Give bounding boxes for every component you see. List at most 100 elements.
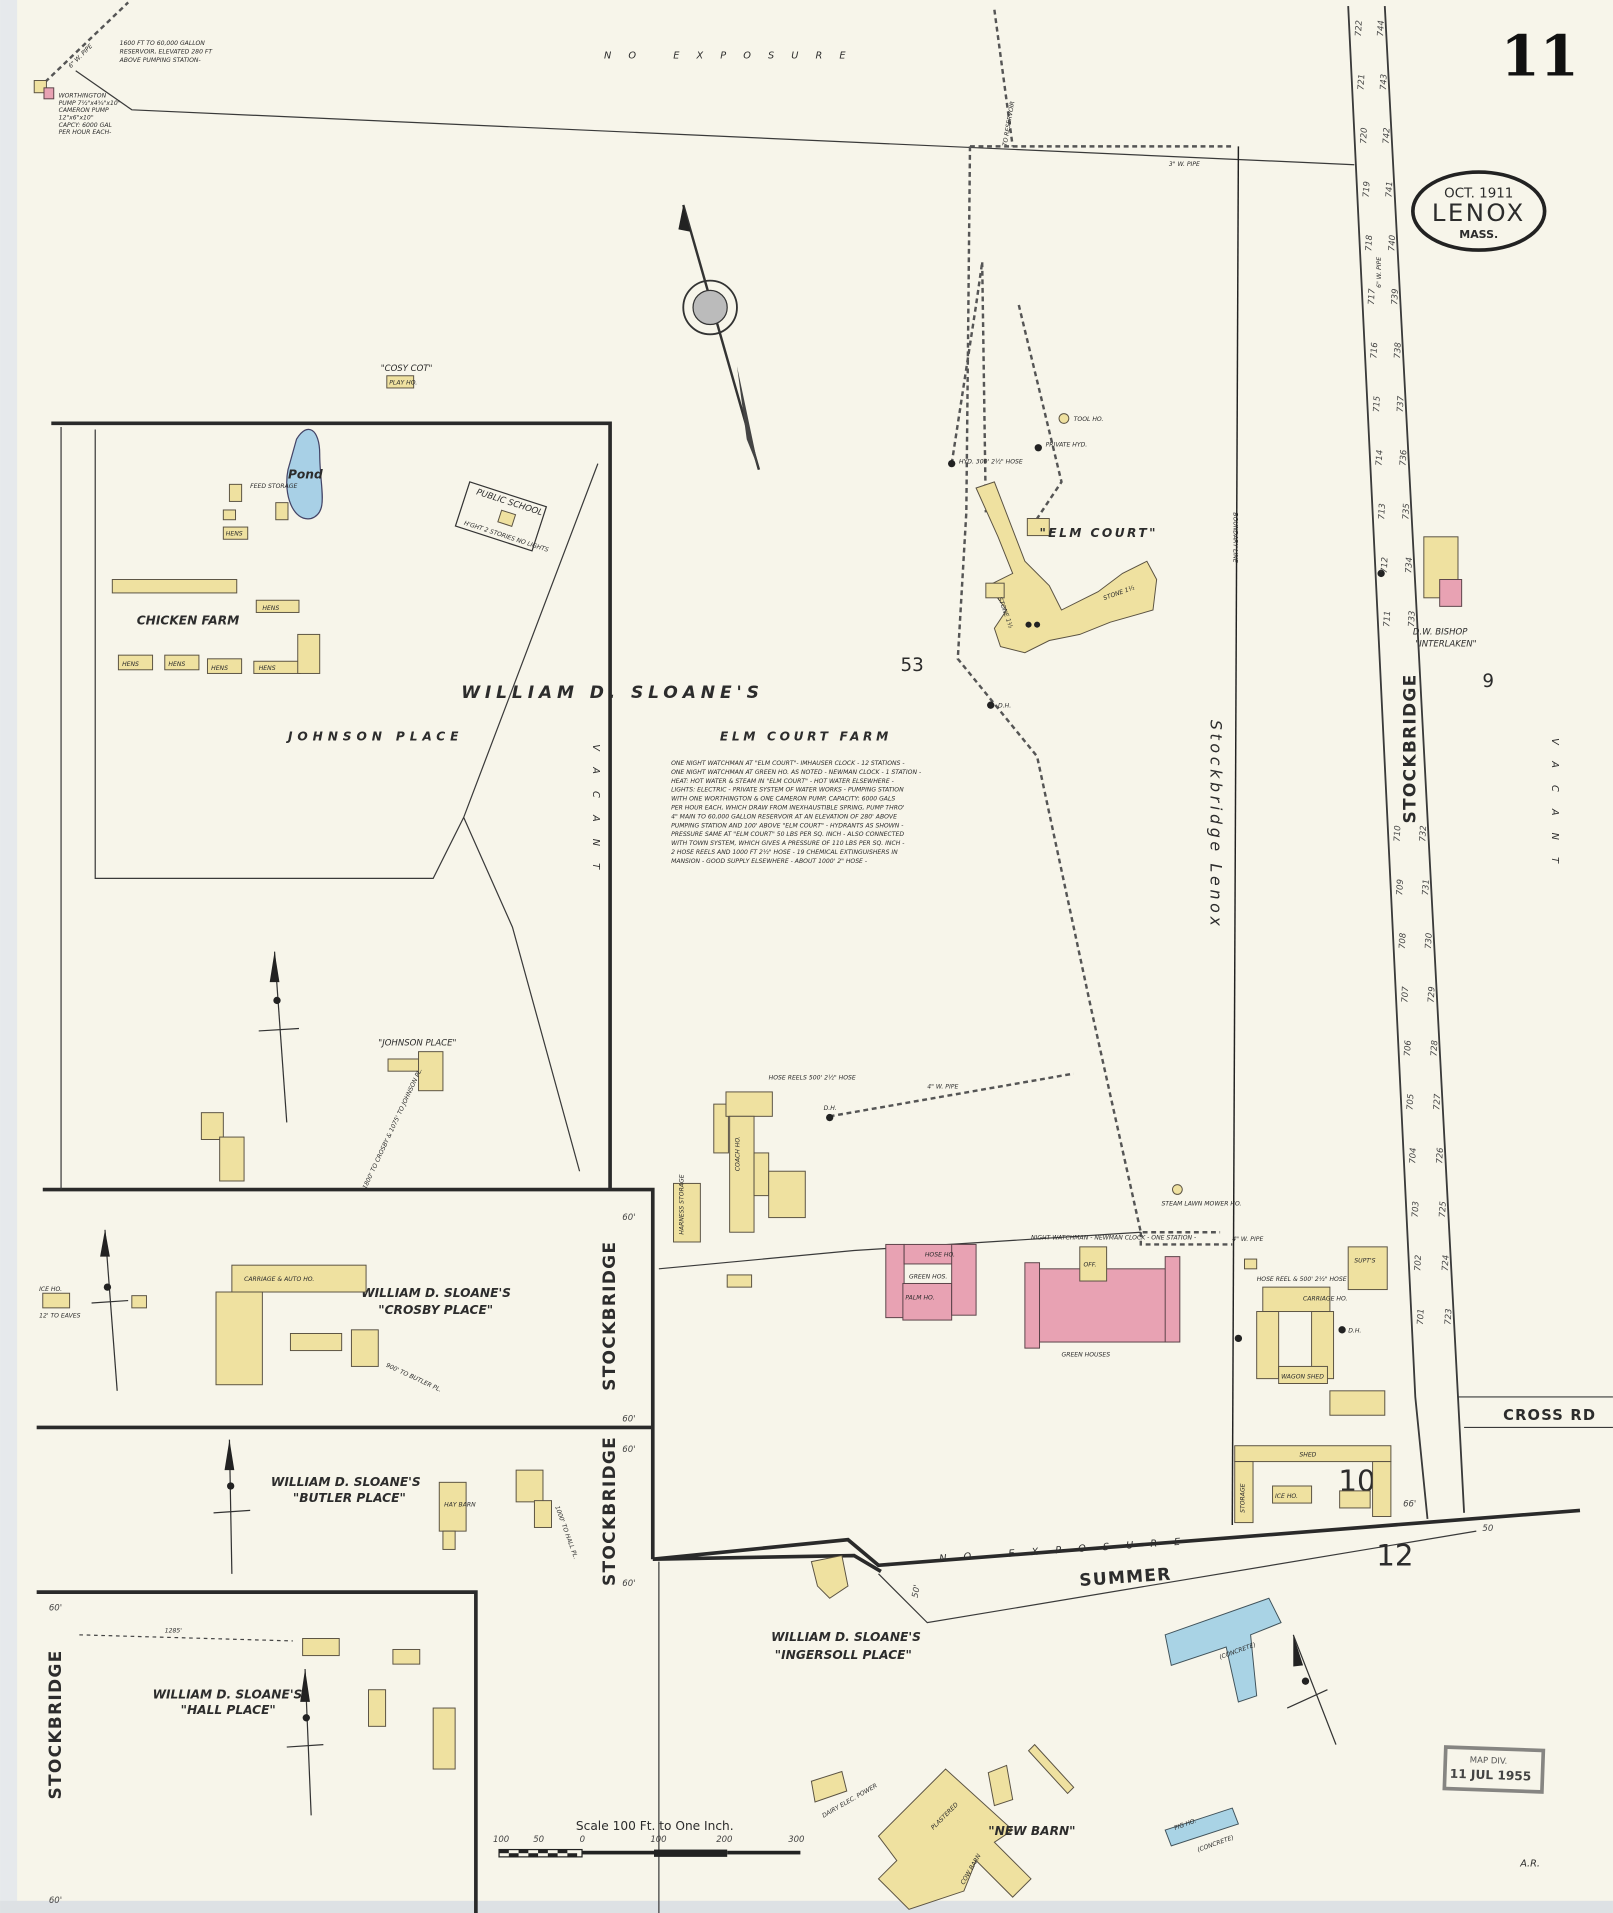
vacant-label-1: VACANT — [590, 744, 601, 886]
carriage-ho-label: CARRIAGE HO. — [1303, 1296, 1347, 1303]
address-number: 739 — [1390, 288, 1401, 305]
address-number: 725 — [1438, 1201, 1449, 1218]
exposure-top: NO EXPOSURE — [604, 51, 863, 62]
inner-lines — [60, 427, 1613, 1913]
carriage-house-complex — [1244, 1246, 1388, 1416]
town-boundary-line — [1231, 146, 1240, 1526]
dh-label: D.H. — [998, 703, 1011, 710]
address-number: 734 — [1404, 557, 1415, 574]
pump-note-2: PUMP 7½"x4¾"x10" — [59, 99, 121, 107]
ice-ho-label: ICE HO. — [39, 1286, 62, 1293]
pipe-4w-label-b: 4" W. PIPE — [1232, 1236, 1263, 1243]
to-butler-note: 900' TO BUTLER PL. — [385, 1362, 443, 1394]
supts-label: SUPT'S — [1354, 1258, 1375, 1265]
address-number: 706 — [1403, 1039, 1414, 1056]
street-stockbridge-mid1: STOCKBRIDGE — [600, 1241, 620, 1391]
concrete-label: (CONCRETE) — [1196, 1834, 1234, 1854]
green-houses-complex — [885, 1243, 1181, 1349]
address-number: 716 — [1369, 341, 1380, 358]
johnson-place-label: JOHNSON PLACE — [285, 730, 463, 744]
hall-place-label: "HALL PLACE" — [181, 1703, 276, 1717]
farm-note-line: HEAT: HOT WATER & STEAM IN "ELM COURT" -… — [671, 778, 894, 785]
pump-note-6: PER HOUR EACH- — [59, 129, 112, 136]
sloane-crosby-label: WILLIAM D. SLOANE'S — [361, 1286, 511, 1300]
hose-ho-label: HOSE HO. — [925, 1252, 955, 1259]
address-number: 742 — [1382, 127, 1393, 144]
chicken-farm-label: CHICKEN FARM — [137, 614, 240, 628]
street-width: 60' — [49, 1896, 62, 1906]
address-number: 721 — [1357, 74, 1368, 91]
dimension-line — [79, 1634, 293, 1642]
farm-note-line: WITH ONE WORTHINGTON & ONE CAMERON PUMP,… — [671, 796, 895, 803]
street-cross-rd: CROSS RD — [1503, 1407, 1596, 1424]
bishop-label: D.W. BISHOP — [1413, 627, 1468, 637]
farm-note-line: ONE NIGHT WATCHMAN AT "ELM COURT"- IMHAU… — [671, 760, 905, 767]
to-reservoir-label: TO RESERVOIR — [1002, 101, 1017, 147]
address-number: 717 — [1367, 288, 1378, 305]
pond — [286, 428, 323, 520]
dh-label: D.H. — [1348, 1327, 1361, 1334]
pipe-4w-label: 4" W. PIPE — [927, 1083, 958, 1090]
address-number: 737 — [1396, 395, 1407, 412]
address-numbers-west: 7227217207197187177167157147137127117107… — [1354, 20, 1427, 1325]
vacant-label-2: VACANT — [1549, 738, 1560, 880]
address-number: 710 — [1393, 825, 1404, 842]
street-width: 50' — [911, 1584, 923, 1599]
hydrant-icon — [1377, 569, 1385, 578]
pipe-6w-label: 6" W. PIPE — [1376, 257, 1383, 288]
sloane-ingersoll-label: WILLIAM D. SLOANE'S — [771, 1630, 921, 1644]
farm-note-line: PUMPING STATION AND 100' ABOVE "ELM COUR… — [671, 822, 903, 829]
cosy-cot-label: "COSY COT" — [381, 364, 433, 374]
to-crosby-note: 1800' TO CROSBY & 1075' TO JOHNSON PL. — [362, 1067, 424, 1190]
estate-boundary-dashed — [956, 145, 1233, 1234]
tool-ho-label: TOOL HO. — [1074, 416, 1104, 423]
compass-rose-icon — [678, 204, 761, 471]
ingersoll-place-buildings — [810, 1554, 1282, 1910]
pond-label: Pond — [288, 467, 323, 481]
farm-note-line: WITH TOWN SYSTEM, WHICH GIVES A PRESSURE… — [671, 840, 904, 847]
sloane-main-label: WILLIAM D. SLOANE'S — [461, 683, 764, 703]
address-number: 740 — [1387, 235, 1398, 252]
harness-label: HARNESS STORAGE — [678, 1174, 685, 1234]
left-scan-margin — [0, 0, 18, 1913]
farm-note-line: 4" MAIN TO 60,000 GALLON RESERVOIR AT AN… — [671, 813, 897, 820]
street-widths: 60' 60' 60' 60' 60' 60' 66' 50 50' — [49, 1213, 1493, 1906]
street-stockbridge-right: STOCKBRIDGE — [1400, 673, 1420, 823]
exposure-bottom: NO EXPOSURE — [939, 1536, 1198, 1565]
pipe-3w-label: 3" W. PIPE — [1169, 161, 1200, 168]
address-number: 714 — [1375, 449, 1386, 466]
block-10-buildings — [1234, 1445, 1392, 1524]
dimension-1285: 1285' — [165, 1627, 183, 1634]
address-number: 741 — [1384, 181, 1395, 198]
elm-court-mansion — [975, 481, 1158, 654]
north-arrow-icon — [213, 1439, 251, 1574]
bottom-scan-margin — [0, 1900, 1613, 1913]
carriage-auto-label: CARRIAGE & AUTO HO. — [244, 1276, 314, 1283]
hydrant-icon — [948, 459, 956, 468]
address-number: 713 — [1377, 503, 1388, 520]
farm-note-line: PER HOUR EACH, WHICH DRAW FROM INEXHAUST… — [671, 804, 905, 811]
address-number: 712 — [1380, 557, 1391, 574]
hay-barn-label: HAY BARN — [444, 1502, 476, 1509]
scale-tick: 0 — [580, 1835, 585, 1845]
stamp-line-2: 11 JUL 1955 — [1450, 1767, 1532, 1784]
farm-note-line: ONE NIGHT WATCHMAN AT GREEN HO. AS NOTED… — [671, 769, 921, 776]
scale-tick: 50 — [533, 1835, 544, 1845]
reservoir-note-1: 1600 FT TO 60,000 GALLON — [120, 40, 206, 47]
farm-note-line: LIGHTS: ELECTRIC - PRIVATE SYSTEM OF WAT… — [671, 787, 904, 794]
pumping-station: 6" W. PIPE 1600 FT TO 60,000 GALLON RESE… — [33, 1, 1355, 166]
scale-tick: 300 — [788, 1835, 804, 1845]
scale-bar: Scale 100 Ft. to One Inch. 100 50 0 100 … — [493, 1819, 804, 1858]
street-width: 60' — [49, 1603, 62, 1613]
address-number: 702 — [1413, 1255, 1424, 1272]
address-number: 732 — [1418, 825, 1429, 842]
scale-text: Scale 100 Ft. to One Inch. — [576, 1819, 734, 1833]
hydrant-icon — [1338, 1326, 1346, 1334]
stockbridge-road-edges — [1347, 6, 1466, 1520]
eaves-label: 12' TO EAVES — [39, 1313, 81, 1320]
hyd-hose-label: HYD. 300' 2½" HOSE — [959, 458, 1023, 466]
address-number: 729 — [1427, 986, 1438, 1003]
receipt-stamp: MAP DIV. 11 JUL 1955 — [1442, 1745, 1546, 1794]
address-number: 733 — [1407, 610, 1418, 627]
address-number: 726 — [1435, 1147, 1446, 1164]
